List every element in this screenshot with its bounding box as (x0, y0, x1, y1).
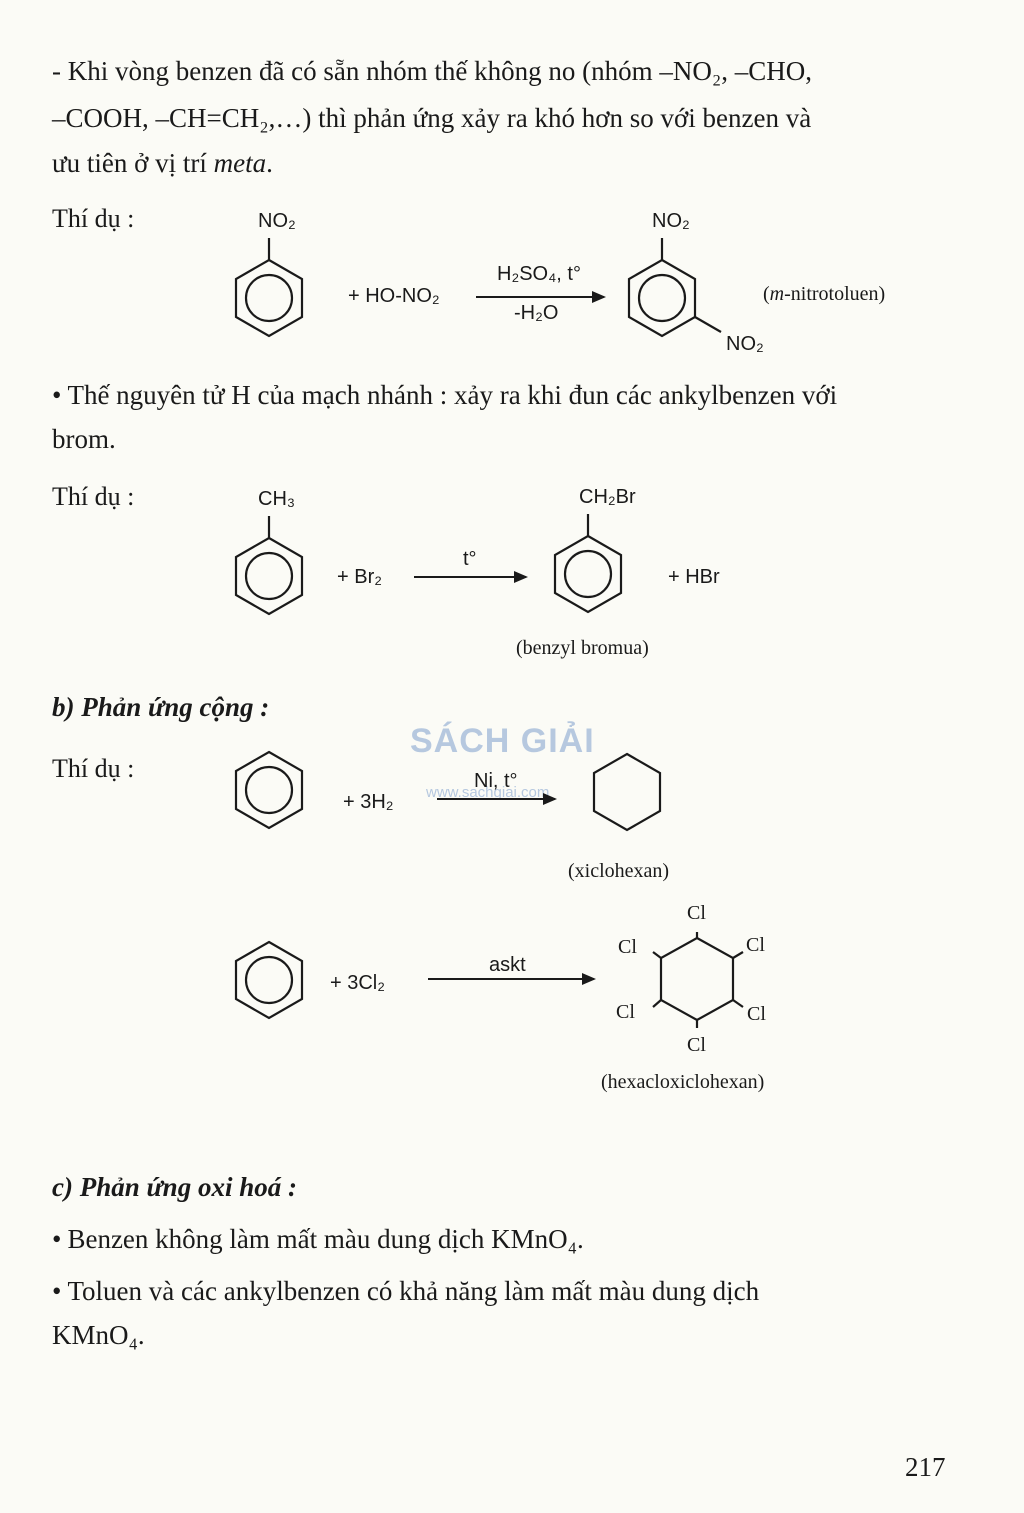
watermark-url: www.sachgiai.com (426, 784, 550, 801)
example-label-3: Thí dụ : (52, 754, 135, 783)
nitration-condition-top: H₂SO₄, t° (497, 263, 581, 285)
hexachlorocyclohexane-ring (652, 932, 744, 1028)
chlorination-arrow (428, 973, 596, 985)
cl-substituent-5: Cl (616, 1001, 635, 1023)
nitration-caption-m: m (769, 283, 785, 305)
m-nitro-product-ring (627, 238, 722, 338)
benzene-ring-hydrogenation (234, 750, 304, 830)
hydrogenation-arrow (437, 793, 557, 805)
oxidation-line-3: KMnO₄. (52, 1320, 145, 1350)
section-b-heading: b) Phản ứng cộng : (52, 692, 270, 722)
intro-line-3-text: ưu tiên ở vị trí (52, 148, 214, 178)
hydrogen-reagent: + 3H₂ (343, 791, 394, 813)
intro-line-3-end: . (266, 148, 273, 178)
bromination-caption: (benzyl bromua) (516, 637, 649, 659)
oxidation-line-1: Benzen không làm mất màu dung dịch KMnO₄… (52, 1216, 583, 1262)
nitric-acid-reagent: + HO-NO₂ (348, 285, 440, 307)
cl-substituent-1: Cl (687, 902, 706, 924)
cl-substituent-3: Cl (747, 1003, 766, 1025)
intro-line-3: ưu tiên ở vị trí meta. (52, 140, 273, 186)
product-meta-substituent: NO₂ (726, 333, 764, 355)
benzene-ring-chlorination (234, 940, 304, 1020)
product-top-substituent: NO₂ (652, 210, 690, 232)
chlorine-reagent: + 3Cl₂ (330, 972, 386, 994)
cl-substituent-4: Cl (687, 1034, 706, 1056)
watermark-brand: SÁCH GIẢI (410, 722, 595, 760)
toluene-substituent: CH₃ (258, 488, 296, 510)
chlorination-condition: askt (489, 954, 526, 976)
cl-substituent-2: Cl (746, 934, 765, 956)
chlorination-caption: (hexacloxiclohexan) (601, 1071, 765, 1093)
nitration-caption-open: ( (763, 283, 770, 305)
cyclohexane-ring (592, 752, 662, 832)
nitrobenzene-ring (234, 238, 304, 338)
hbr-byproduct: + HBr (668, 566, 720, 588)
benzyl-bromide-ring (553, 514, 623, 614)
bromine-reagent: + Br₂ (337, 566, 382, 588)
cl-substituent-6: Cl (618, 936, 637, 958)
benzyl-substituent: CH₂Br (579, 486, 636, 508)
hydrogenation-condition: Ni, t° (474, 770, 518, 792)
nitration-condition-bottom: -H₂O (514, 302, 559, 324)
bromination-condition: t° (463, 548, 477, 570)
section-c-heading: c) Phản ứng oxi hoá : (52, 1172, 297, 1202)
intro-line-2: –COOH, –CH=CH₂,…) thì phản ứng xảy ra kh… (52, 103, 812, 133)
example-label-2: Thí dụ : (52, 482, 135, 511)
meta-term: meta (213, 148, 267, 178)
bromination-arrow (414, 571, 528, 583)
toluene-ring (234, 516, 304, 616)
example-label-1: Thí dụ : (52, 204, 135, 233)
page-number: 217 (905, 1452, 946, 1482)
nitration-arrow (476, 291, 606, 303)
hydrogenation-caption: (xiclohexan) (568, 860, 670, 882)
oxidation-line-2: Toluen và các ankylbenzen có khả năng là… (52, 1268, 948, 1314)
nitration-caption-rest: -nitrotoluen) (784, 283, 886, 305)
intro-line-1: - Khi vòng benzen đã có sẵn nhóm thế khô… (52, 56, 813, 86)
side-chain-line-1: Thế nguyên tử H của mạch nhánh : xảy ra … (52, 372, 948, 418)
nitrobenzene-substituent: NO₂ (258, 210, 296, 232)
side-chain-line-2: brom. (52, 424, 116, 454)
nitration-caption: (m-nitrotoluen) (763, 283, 885, 306)
